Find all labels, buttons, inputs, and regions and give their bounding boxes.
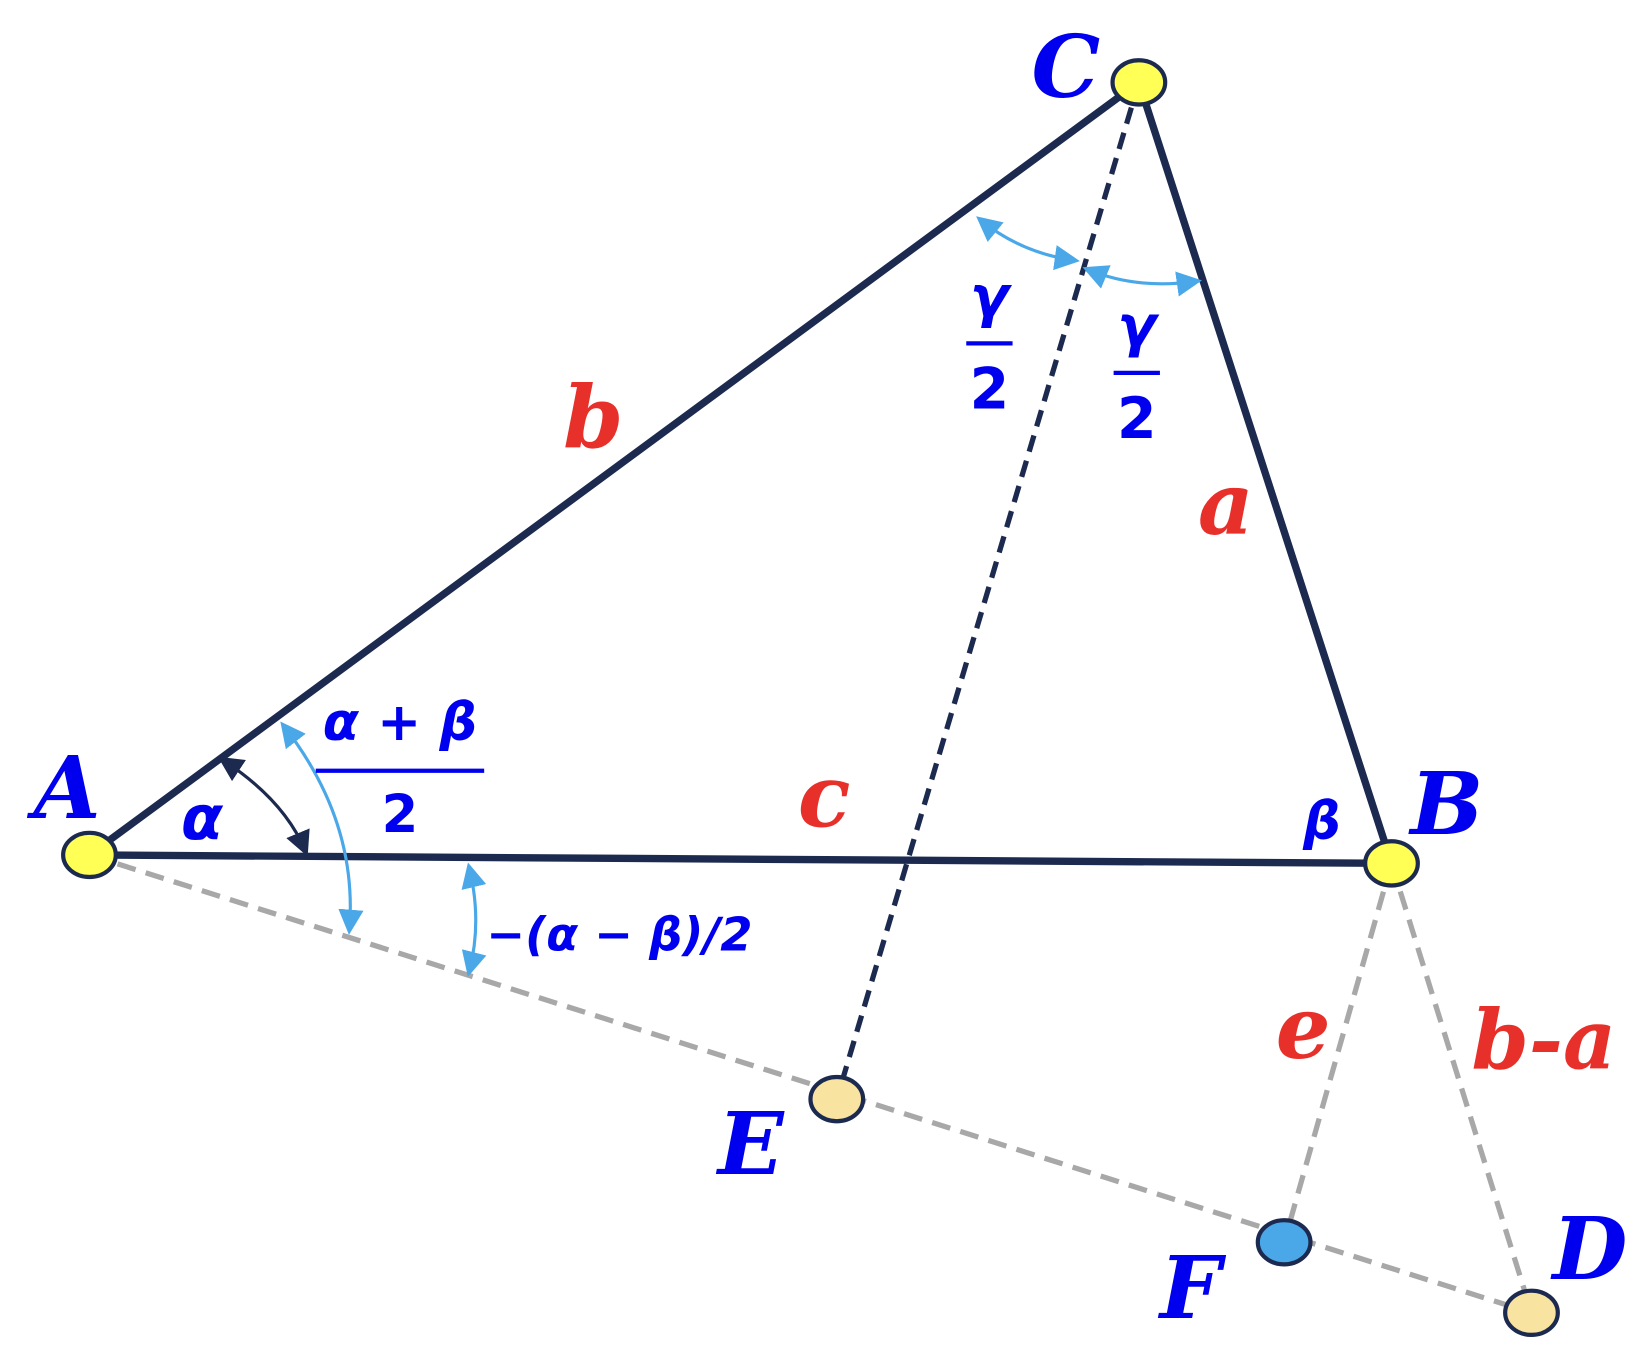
label-gamma-left-num: γ	[970, 264, 1013, 330]
gamma-right-arc	[1082, 265, 1202, 297]
label-half-diff: −(α − β)/2	[486, 908, 752, 962]
side-a	[1135, 78, 1396, 868]
line-BD	[1388, 862, 1534, 1314]
label-C: C	[1032, 17, 1101, 118]
gamma-left-arc	[976, 216, 1080, 271]
line-AD	[88, 852, 1533, 1316]
side-c	[85, 851, 1396, 868]
vertex-C	[1110, 58, 1168, 107]
label-side-a: a	[1198, 454, 1254, 555]
label-side-e: e	[1276, 978, 1331, 1079]
label-half-sum-num: α + β	[323, 692, 478, 753]
vertex-F	[1255, 1218, 1313, 1267]
label-gamma-left-den: 2	[970, 357, 1010, 423]
label-F: F	[1157, 1238, 1227, 1339]
side-b	[85, 78, 1143, 859]
vertex-E	[808, 1074, 866, 1124]
alpha-arc	[217, 756, 310, 857]
label-gamma-right-den: 2	[1117, 386, 1157, 452]
label-side-c: c	[798, 747, 851, 848]
vertex-D	[1503, 1288, 1560, 1338]
vertex-B	[1363, 839, 1420, 888]
line-BF	[1281, 862, 1395, 1243]
label-B: B	[1407, 754, 1483, 855]
label-alpha: α	[181, 783, 224, 854]
label-beta: β	[1302, 791, 1341, 852]
label-D: D	[1550, 1199, 1628, 1300]
bisector-CE	[834, 81, 1142, 1100]
half-diff-arc	[461, 862, 487, 977]
vertex-A	[61, 830, 118, 880]
label-E: E	[715, 1094, 785, 1195]
label-side-b-minus-a: b-a	[1471, 993, 1616, 1089]
label-half-sum-den: 2	[382, 784, 419, 845]
label-side-b: b	[563, 368, 623, 469]
half-sum-arc	[280, 721, 364, 935]
label-gamma-right-num: γ	[1117, 293, 1160, 359]
label-A: A	[27, 738, 101, 839]
